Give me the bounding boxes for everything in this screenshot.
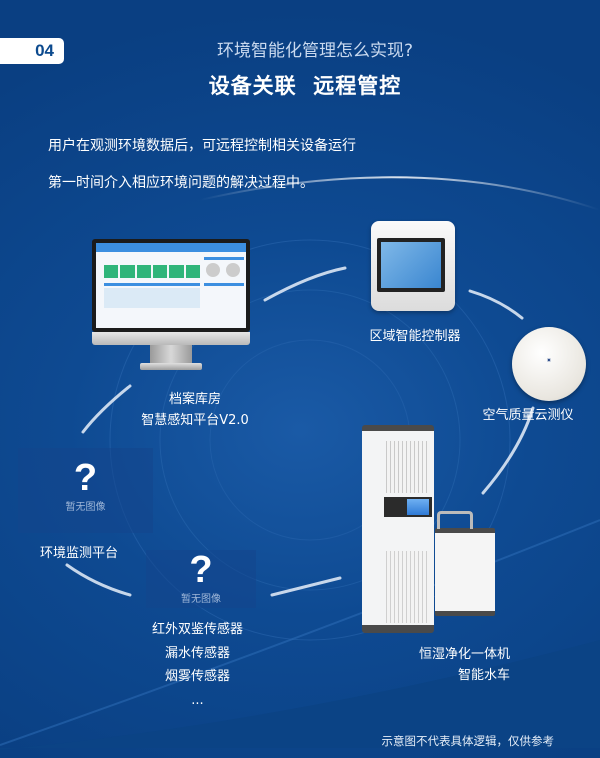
platform-label-line1: 档案库房 [168, 392, 221, 407]
description-line-2: 第一时间介入相应环境问题的解决过程中。 [48, 175, 314, 191]
air-sensor-image: ▣ [512, 327, 586, 401]
monitor-image [92, 239, 250, 374]
sensor-list: 红外双鉴传感器 漏水传感器 烟雾传感器 ... [130, 618, 265, 712]
controller-label: 区域智能控制器 [369, 329, 461, 344]
env-monitor-label: 环境监测平台 [40, 546, 119, 561]
humidifier-label-line1: 恒湿净化一体机 [418, 647, 510, 662]
section-number-badge: 04 [0, 38, 64, 64]
question-mark-icon: ? [189, 549, 213, 591]
env-monitor-placeholder: ? 暂无图像 [18, 448, 153, 533]
sensor-item-ellipsis: ... [191, 692, 204, 708]
dashboard-screenshot [96, 243, 246, 328]
humidifier-image [362, 425, 434, 633]
sensor-item: 烟雾传感器 [164, 669, 230, 684]
platform-label: 档案库房 智慧感知平台V2.0 [130, 389, 260, 431]
question-title: 环境智能化管理怎么实现? [216, 41, 414, 61]
controller-image [371, 221, 455, 311]
no-image-text: 暂无图像 [65, 502, 106, 513]
main-title: 设备关联 远程管控 [208, 74, 402, 98]
sensor-item: 红外双鉴传感器 [151, 622, 243, 637]
disclaimer-note: 示意图不代表具体逻辑，仅供参考 [381, 734, 555, 748]
platform-label-line2: 智慧感知平台V2.0 [141, 413, 249, 428]
water-cart-image [435, 511, 495, 616]
humidifier-label-line2: 智能水车 [457, 668, 510, 683]
question-mark-icon: ? [73, 457, 98, 499]
no-image-text: 暂无图像 [181, 594, 221, 605]
sensor-item: 漏水传感器 [164, 645, 230, 661]
sensors-placeholder: ? 暂无图像 [146, 550, 256, 608]
humidifier-label: 恒湿净化一体机 智能水车 [390, 644, 510, 686]
air-sensor-label: 空气质量云测仪 [482, 408, 574, 423]
description-line-1: 用户在观测环境数据后，可远程控制相关设备运行 [48, 138, 356, 154]
